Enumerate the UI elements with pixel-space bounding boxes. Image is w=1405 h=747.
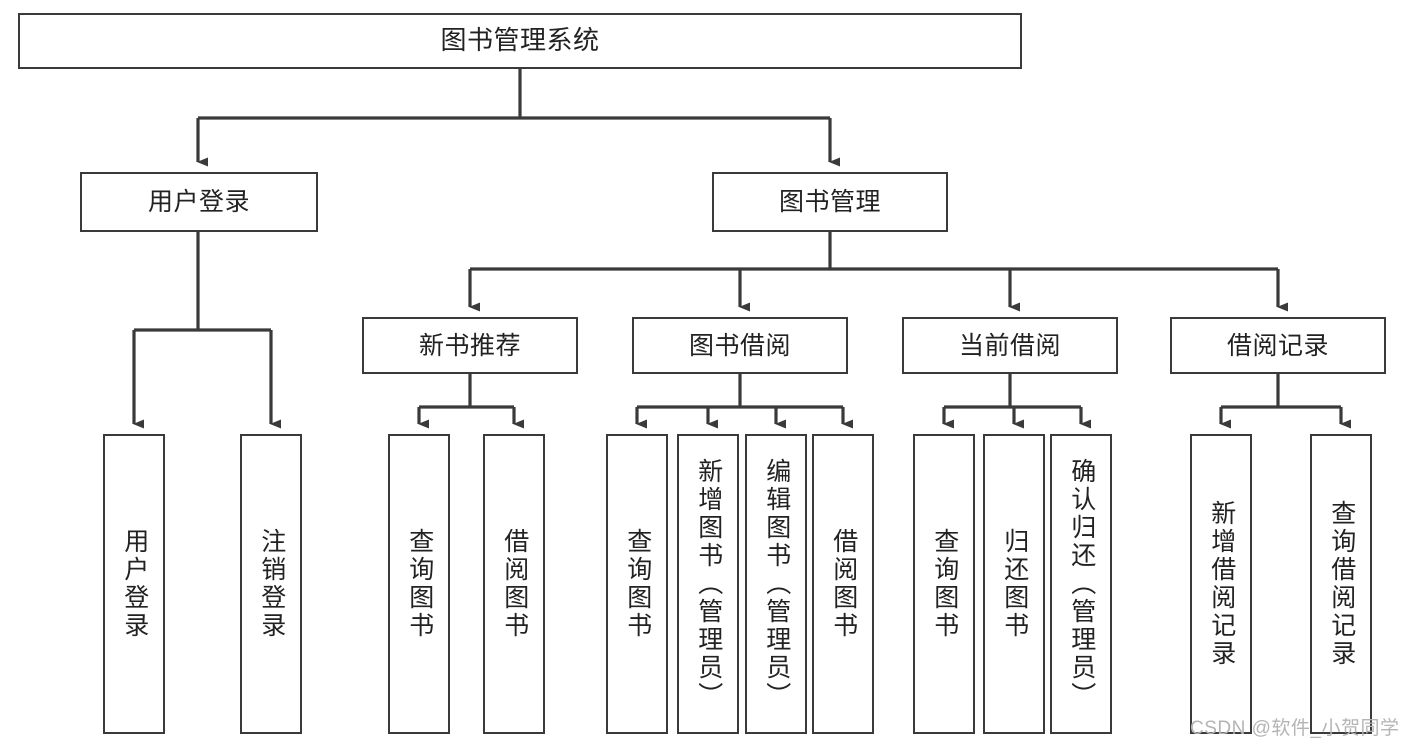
node-user-login[interactable]: 用户登录 — [80, 172, 318, 232]
node-leaf-add-record-label: 新增借阅记录 — [1207, 500, 1236, 668]
node-book-manage[interactable]: 图书管理 — [712, 172, 948, 232]
node-leaf-query-book-1[interactable]: 查询图书 — [388, 434, 450, 734]
node-leaf-query-book-3-label: 查询图书 — [930, 528, 959, 640]
node-borrow-record-label: 借阅记录 — [1226, 331, 1329, 360]
node-leaf-borrow-book-2[interactable]: 借阅图书 — [812, 434, 874, 734]
node-leaf-logout-login[interactable]: 注销登录 — [240, 434, 302, 734]
node-leaf-return-book-label: 归还图书 — [1000, 528, 1029, 640]
node-leaf-query-book-3[interactable]: 查询图书 — [913, 434, 975, 734]
node-leaf-add-record[interactable]: 新增借阅记录 — [1190, 434, 1252, 734]
node-borrow-record[interactable]: 借阅记录 — [1170, 317, 1386, 374]
node-leaf-confirm-return[interactable]: 确认归还（管理员） — [1050, 434, 1112, 734]
node-leaf-return-book[interactable]: 归还图书 — [983, 434, 1045, 734]
node-root[interactable]: 图书管理系统 — [18, 13, 1022, 69]
node-book-manage-label: 图书管理 — [778, 188, 881, 216]
node-leaf-query-record-label: 查询借阅记录 — [1327, 500, 1356, 668]
node-leaf-add-book-label: 新增图书（管理员） — [694, 458, 723, 710]
node-leaf-query-record[interactable]: 查询借阅记录 — [1310, 434, 1372, 734]
node-leaf-query-book-2[interactable]: 查询图书 — [606, 434, 668, 734]
node-book-borrow-label: 图书借阅 — [688, 331, 791, 360]
node-new-book-recommend[interactable]: 新书推荐 — [362, 317, 578, 374]
node-root-label: 图书管理系统 — [440, 25, 600, 56]
node-leaf-borrow-book-2-label: 借阅图书 — [829, 528, 858, 640]
node-current-borrow[interactable]: 当前借阅 — [902, 317, 1118, 374]
node-leaf-user-login[interactable]: 用户登录 — [103, 434, 165, 734]
node-leaf-user-login-label: 用户登录 — [120, 528, 149, 640]
node-leaf-borrow-book-1[interactable]: 借阅图书 — [483, 434, 545, 734]
node-leaf-add-book[interactable]: 新增图书（管理员） — [677, 434, 739, 734]
node-new-book-recommend-label: 新书推荐 — [418, 331, 521, 360]
node-leaf-borrow-book-1-label: 借阅图书 — [500, 528, 529, 640]
node-leaf-edit-book-label: 编辑图书（管理员） — [762, 458, 791, 710]
node-current-borrow-label: 当前借阅 — [958, 331, 1061, 360]
node-leaf-edit-book[interactable]: 编辑图书（管理员） — [745, 434, 807, 734]
node-leaf-logout-login-label: 注销登录 — [257, 528, 286, 640]
node-leaf-query-book-2-label: 查询图书 — [623, 528, 652, 640]
node-user-login-label: 用户登录 — [147, 188, 250, 216]
csdn-watermark: CSDN @软件_小贺同学 — [1190, 718, 1400, 739]
node-leaf-query-book-1-label: 查询图书 — [405, 528, 434, 640]
node-book-borrow[interactable]: 图书借阅 — [632, 317, 848, 374]
node-leaf-confirm-return-label: 确认归还（管理员） — [1067, 458, 1096, 710]
